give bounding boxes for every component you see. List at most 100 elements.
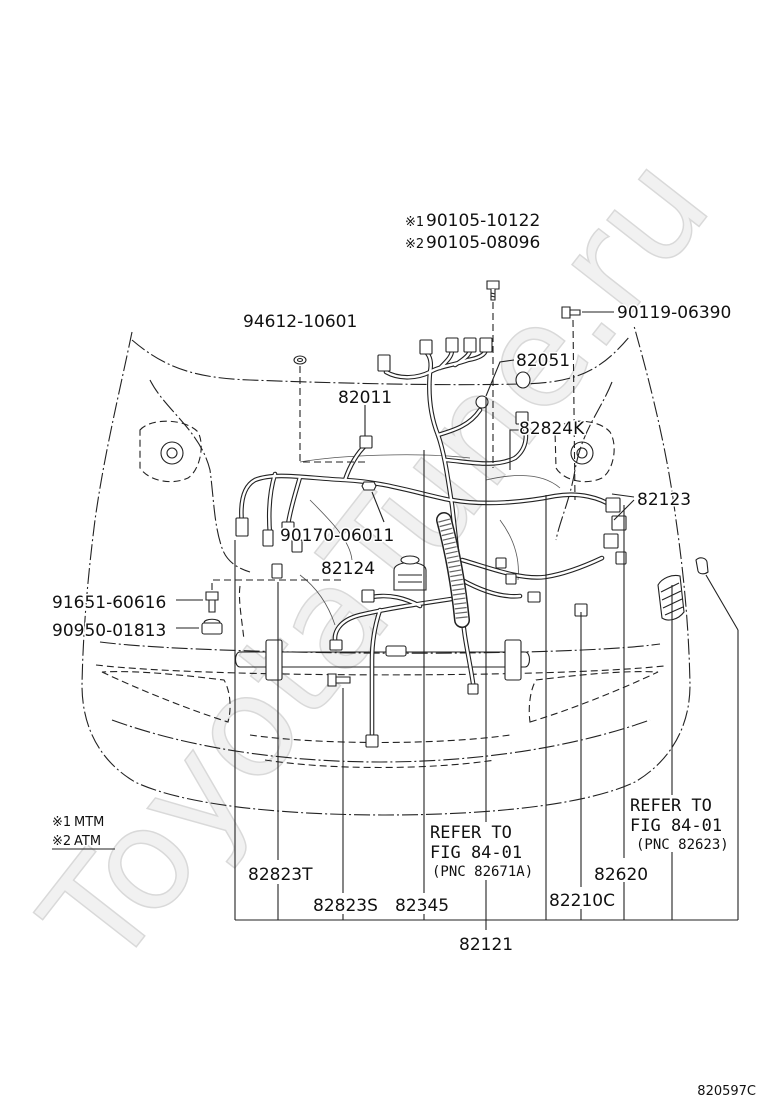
reservoir-ribs	[398, 574, 422, 583]
hood-front-edge	[131, 335, 631, 386]
connector	[463, 337, 477, 353]
right-inner-apron	[555, 381, 613, 541]
label-82121: 82121	[459, 935, 513, 955]
left-strut-tower-outline	[139, 420, 202, 483]
left-headlamp	[101, 671, 231, 723]
label-82051: 82051	[516, 351, 570, 371]
connector	[505, 573, 517, 585]
connector	[605, 497, 621, 513]
lower-bolt	[327, 673, 351, 687]
label-82123: 82123	[637, 490, 691, 510]
label-82824K: 82824K	[519, 419, 585, 439]
leader-verticals	[234, 398, 739, 930]
label-90170: 90170-06011	[280, 526, 394, 546]
leader-dashed	[211, 302, 576, 590]
label-82124: 82124	[321, 559, 375, 579]
connector	[611, 515, 627, 531]
harness-clamp	[475, 395, 489, 409]
center-nut	[361, 481, 377, 491]
body-outline	[81, 325, 691, 816]
connector	[445, 337, 459, 353]
engine-cover-lines	[299, 454, 561, 626]
label-82345: 82345	[395, 896, 449, 916]
left-plug	[201, 618, 223, 635]
connector	[361, 589, 375, 603]
harness-grommet	[515, 371, 531, 389]
legend-text: ATM	[74, 834, 101, 849]
connector	[365, 734, 379, 748]
right-bolt	[561, 306, 581, 319]
reference-82623: REFER TO FIG 84-01 (PNC 82623)	[629, 795, 731, 855]
connector	[281, 521, 295, 537]
grommet-inner	[296, 357, 304, 363]
bumper-upper-line	[99, 641, 661, 654]
reservoir	[393, 555, 427, 591]
left-plug-top	[203, 618, 221, 624]
reservoir-body	[393, 561, 427, 591]
connector	[479, 337, 493, 353]
left-strut-tower	[139, 420, 202, 483]
reference-line-3: (PNC 82623)	[636, 837, 729, 853]
grille-lines	[249, 734, 511, 769]
reference-line-3: (PNC 82671A)	[432, 864, 533, 880]
label-91651: 91651-60616	[52, 593, 166, 613]
label-94612: 94612-10601	[243, 312, 357, 332]
label-82823S: 82823S	[313, 896, 378, 916]
connector	[262, 529, 274, 547]
reference-line-1: REFER TO	[630, 796, 712, 816]
lower-bolt-head	[327, 673, 337, 687]
legend-mark: ※2	[52, 834, 71, 849]
right-clip	[695, 557, 709, 575]
fasteners	[201, 280, 709, 687]
hood-latch	[385, 645, 407, 657]
right-strut-mount-center	[576, 447, 588, 459]
label-part: 90105-10122	[426, 211, 540, 231]
connector	[419, 339, 433, 355]
label-mark: ※2	[405, 237, 424, 252]
engine-outline	[238, 454, 561, 641]
right-cover-outline	[657, 574, 685, 621]
grommet	[293, 355, 307, 365]
right-bolt-head	[561, 306, 571, 319]
bumper-lower-line	[111, 719, 651, 763]
top-bolt-head	[486, 280, 500, 290]
left-strap	[238, 585, 245, 641]
label-part: 90105-08096	[426, 233, 540, 253]
connector	[329, 639, 343, 651]
reference-line-2: FIG 84-01	[430, 843, 522, 863]
left-bolt-shaft	[208, 599, 216, 613]
connector	[495, 557, 507, 569]
connector	[603, 533, 619, 549]
label-90119: 90119-06390	[617, 303, 731, 323]
front-bumper	[95, 641, 665, 769]
leader-lines	[52, 302, 739, 930]
label-82823T: 82823T	[248, 865, 313, 885]
connectors	[235, 337, 627, 748]
left-bolt-head	[205, 591, 219, 601]
right-support-bracket	[504, 639, 522, 681]
top-bolt	[486, 280, 500, 301]
radiator-support-bar	[234, 651, 531, 668]
reservoir-cap	[400, 555, 420, 565]
connector	[377, 354, 391, 372]
bumper-mid-line	[95, 664, 665, 676]
connector	[467, 683, 479, 695]
connector	[527, 591, 541, 603]
label-82011: 82011	[338, 388, 392, 408]
right-bolt-shaft	[569, 309, 581, 316]
connector	[291, 539, 303, 553]
connector	[515, 411, 529, 425]
connector	[359, 435, 373, 449]
left-plug-body	[201, 622, 223, 635]
label-82210C: 82210C	[549, 891, 615, 911]
label-90950: 90950-01813	[52, 621, 166, 641]
left-strut-mount	[160, 441, 184, 465]
right-strut-tower-outline	[554, 420, 615, 483]
figure-id: 820597C	[697, 1084, 756, 1099]
label-mark: ※1	[405, 215, 424, 230]
reference-82671A: REFER TO FIG 84-01 (PNC 82671A)	[429, 822, 535, 882]
